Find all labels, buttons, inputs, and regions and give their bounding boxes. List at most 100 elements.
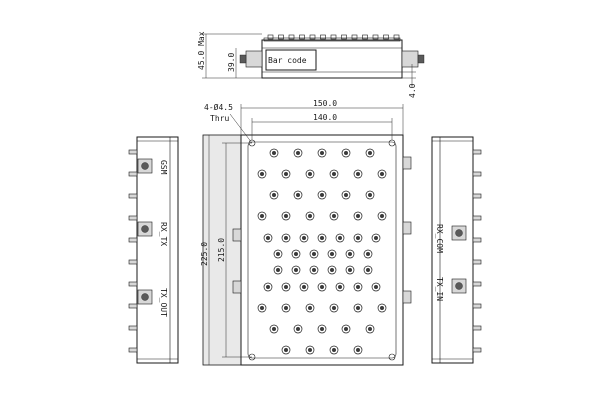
tuning-screw-core xyxy=(332,306,336,310)
dim-hole-spacing-x-text: 140.0 xyxy=(313,113,337,122)
tuning-screw-core xyxy=(308,348,312,352)
tuning-screw-core xyxy=(320,327,324,331)
tuning-screw-core xyxy=(380,172,384,176)
tuning-screw-core xyxy=(320,285,324,289)
tuning-screw-core xyxy=(276,268,280,272)
tuning-screw-core xyxy=(272,193,276,197)
plan-left-connector-2 xyxy=(232,280,242,294)
top-tooth xyxy=(341,34,347,40)
port-tx-in-label: TX_IN xyxy=(435,277,444,301)
tuning-screw-core xyxy=(356,348,360,352)
tuning-screw-core xyxy=(272,151,276,155)
tuning-screw-core xyxy=(308,214,312,218)
plan-inner-cover xyxy=(247,141,397,359)
tx-in-connector xyxy=(451,278,467,294)
right-pin xyxy=(472,303,482,309)
tuning-screw-core xyxy=(332,172,336,176)
top-tooth xyxy=(383,34,389,40)
gsm-connector xyxy=(137,158,153,174)
tuning-screw-core xyxy=(330,252,334,256)
tuning-screw-core xyxy=(302,236,306,240)
tuning-screw-core xyxy=(308,172,312,176)
right-view-pins xyxy=(472,149,482,353)
rx-tx-connector xyxy=(137,221,153,237)
right-pin xyxy=(472,325,482,331)
tuning-screw-core xyxy=(332,214,336,218)
left-pin xyxy=(128,171,138,177)
top-elevation-view: Bar code 45.0 Max 39.0 4.0 xyxy=(197,31,425,98)
left-pin xyxy=(128,215,138,221)
tuning-screw-core xyxy=(320,151,324,155)
tx-out-connector xyxy=(137,289,153,305)
tuning-screw-core xyxy=(356,214,360,218)
tuning-screw-core xyxy=(338,236,342,240)
mount-hole-bottom-right xyxy=(388,353,396,361)
left-pin xyxy=(128,303,138,309)
plan-left-connector-1 xyxy=(232,228,242,242)
tuning-screw-core xyxy=(296,193,300,197)
top-tooth xyxy=(320,34,326,40)
hole-thru-text: Thru xyxy=(210,114,229,123)
tuning-screw-core xyxy=(374,236,378,240)
plan-view: 4-Ø4.5 Thru 150.0 140.0 225.0 215.0 xyxy=(200,99,412,366)
left-side-connector-tip xyxy=(239,54,247,64)
tuning-screw-core xyxy=(356,306,360,310)
tuning-screw-core xyxy=(284,306,288,310)
dim-overall-length-text: 225.0 xyxy=(200,242,209,266)
right-pin xyxy=(472,171,482,177)
left-pin xyxy=(128,347,138,353)
right-pin xyxy=(472,193,482,199)
tuning-screw-core xyxy=(366,268,370,272)
tuning-screw-core xyxy=(320,236,324,240)
left-pin xyxy=(128,149,138,155)
tuning-screw-core xyxy=(366,252,370,256)
tuning-screw-core xyxy=(272,327,276,331)
tuning-screw-core xyxy=(312,268,316,272)
tuning-screw-core xyxy=(294,252,298,256)
top-tooth xyxy=(278,34,284,40)
tuning-screw-core xyxy=(344,193,348,197)
left-side-view: GSM RX_TX TX_OUT xyxy=(128,136,179,364)
tuning-screw-core xyxy=(368,151,372,155)
top-tooth xyxy=(372,34,379,40)
top-tooth xyxy=(288,34,295,40)
tuning-screw-core xyxy=(356,236,360,240)
tuning-screw-core xyxy=(284,285,288,289)
port-tx-out-label: TX_OUT xyxy=(159,288,168,317)
left-pin xyxy=(128,193,138,199)
hole-callout-text: 4-Ø4.5 xyxy=(204,102,233,112)
tuning-screw-core xyxy=(284,172,288,176)
top-tooth xyxy=(309,34,316,40)
tuning-screw-core xyxy=(368,327,372,331)
right-pin xyxy=(472,281,482,287)
tuning-screw-core xyxy=(266,236,270,240)
right-pin xyxy=(472,237,482,243)
plan-right-connector-3 xyxy=(402,290,412,304)
tuning-screw-core xyxy=(276,252,280,256)
tuning-screw-core xyxy=(284,348,288,352)
dim-body-height-text: 39.0 xyxy=(227,53,236,72)
tuning-screw-core xyxy=(356,285,360,289)
top-connector-teeth xyxy=(267,34,400,40)
tuning-screw-core xyxy=(294,268,298,272)
tuning-screw-core xyxy=(320,193,324,197)
right-side-connector-tip xyxy=(417,54,425,64)
tuning-screw-core xyxy=(332,348,336,352)
right-side-view: RX_COM TX_IN xyxy=(431,136,482,364)
left-pin xyxy=(128,259,138,265)
right-pin xyxy=(472,259,482,265)
tuning-screw-core xyxy=(374,285,378,289)
tuning-screw-core xyxy=(348,252,352,256)
rx-com-connector xyxy=(451,225,467,241)
tuning-screw-core xyxy=(356,172,360,176)
right-side-connector xyxy=(401,50,419,68)
top-tooth xyxy=(362,34,368,40)
tuning-screw-core xyxy=(338,285,342,289)
tuning-screw-core xyxy=(260,172,264,176)
dim-base-height-text: 4.0 xyxy=(408,83,417,98)
plan-right-connector-1 xyxy=(402,156,412,170)
left-pin xyxy=(128,325,138,331)
tuning-screw-core xyxy=(368,193,372,197)
top-cap-strip xyxy=(263,37,401,42)
